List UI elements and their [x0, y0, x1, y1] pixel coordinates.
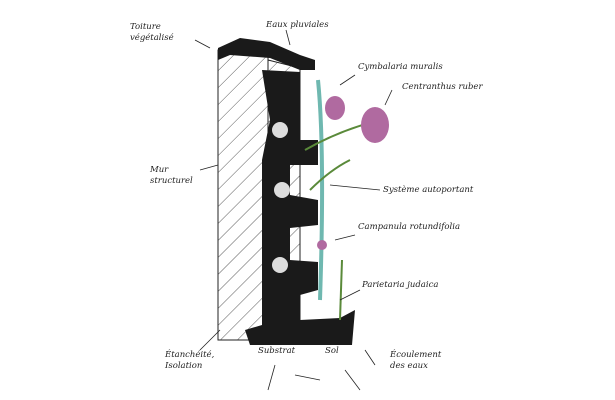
- plants: [304, 79, 389, 321]
- label-eaux-pluviales: Eaux pluviales: [266, 20, 329, 30]
- label-centranthus: Centranthus ruber: [402, 82, 483, 92]
- label-etancheite: Étanchéité, Isolation: [165, 350, 215, 371]
- label-ecoulement: Écoulement des eaux: [390, 350, 442, 371]
- label-substrat: Substrat: [258, 346, 296, 356]
- label-campanula: Campanula rotundifolia: [358, 222, 461, 232]
- label-sol: Sol: [325, 346, 339, 356]
- substrate-layer: [218, 38, 355, 345]
- label-systeme: Système autoportant: [383, 185, 474, 195]
- leader-lines: [194, 29, 393, 391]
- label-cymbalaria: Cymbalaria muralis: [358, 62, 443, 72]
- label-mur: Mur structurel: [150, 165, 193, 186]
- label-parietaria: Parietaria judaica: [362, 280, 439, 290]
- label-toiture: Toiture végétalisé: [130, 22, 174, 43]
